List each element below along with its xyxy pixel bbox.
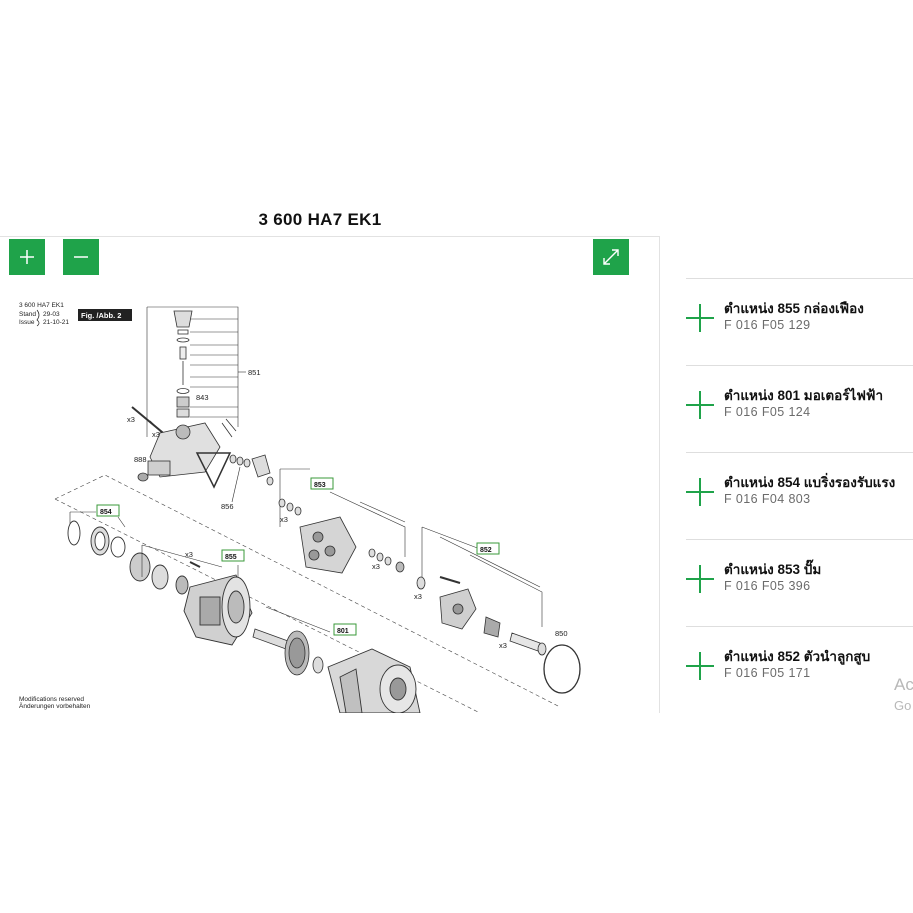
exploded-view-diagram[interactable]: 3 600 HA7 EK1 Stand 29-03 Issue 21-10-21… [0,237,659,713]
plus-icon[interactable] [686,652,714,680]
label-x3-d: x3 [372,562,380,571]
label-888: 888 [134,455,147,464]
gearbox-855 [183,574,253,646]
piston-guide-852 [416,576,547,656]
label-856: 856 [221,502,234,511]
part-item-855[interactable]: ตำแหน่ง 855 กล่องเฟือง F 016 F05 129 [686,278,913,365]
motor-801 [327,648,421,713]
zoom-out-button[interactable] [63,239,99,275]
watermark-line2: Go [894,698,912,713]
part-item-852[interactable]: ตำแหน่ง 852 ตัวนำลูกสูบ F 016 F05 171 [686,626,913,713]
zoom-in-button[interactable] [9,239,45,275]
plus-icon[interactable] [686,391,714,419]
o-ring-850 [543,644,581,694]
label-851: 851 [248,368,261,377]
footer-aenderungen: Änderungen vorbehalten [19,702,91,710]
part-item-801[interactable]: ตำแหน่ง 801 มอเตอร์ไฟฟ้า F 016 F05 124 [686,365,913,452]
part-title: ตำแหน่ง 852 ตัวนำลูกสูบ [724,649,871,664]
pump-body-853 [278,498,405,574]
part-title: ตำแหน่ง 855 กล่องเฟือง [724,301,864,316]
label-853: 853 [314,482,326,489]
diagram-stand-value: 29-03 [43,311,60,318]
part-number: F 016 F05 129 [724,318,811,332]
part-number: F 016 F05 124 [724,405,811,419]
bearing-854 [67,520,201,595]
part-item-854[interactable]: ตำแหน่ง 854 แบริ่งรองรับแรง F 016 F04 80… [686,452,913,539]
plus-icon[interactable] [686,304,714,332]
diagram-viewer[interactable]: 3 600 HA7 EK1 Stand 29-03 Issue 21-10-21… [0,236,660,713]
plus-icon[interactable] [686,478,714,506]
minus-icon [74,256,88,258]
label-852: 852 [480,547,492,554]
label-x3-g: x3 [185,550,193,559]
fig-label-box [78,309,132,321]
part-number: F 016 F04 803 [724,492,811,506]
part-title: ตำแหน่ง 854 แบริ่งรองรับแรง [724,475,896,490]
seal-set-856 [229,454,274,486]
label-854: 854 [100,509,112,516]
label-x3-b: x3 [152,430,160,439]
part-number: F 016 F05 396 [724,579,811,593]
activation-watermark: Ac Go [894,674,913,716]
part-title: ตำแหน่ง 853 ปั๊ม [724,562,822,577]
label-x3-c: x3 [280,515,288,524]
part-number: F 016 F05 171 [724,666,811,680]
parts-list: ตำแหน่ง 855 กล่องเฟือง F 016 F05 129 ตำแ… [686,278,913,713]
diagram-issue-label: Issue [19,319,35,326]
part-item-853[interactable]: ตำแหน่ง 853 ปั๊ม F 016 F05 396 [686,539,913,626]
label-x3-a: x3 [127,415,135,424]
label-x3-e: x3 [414,592,422,601]
pump-head-housing [131,406,237,489]
part-title: ตำแหน่ง 801 มอเตอร์ไฟฟ้า [724,388,884,403]
diagram-issue-value: 21-10-21 [43,319,69,326]
label-843: 843 [196,393,209,402]
label-850: 850 [555,629,568,638]
label-855: 855 [225,554,237,561]
plus-icon[interactable] [686,565,714,593]
fullscreen-button[interactable] [593,239,629,275]
label-x3-f: x3 [499,641,507,650]
plus-icon [20,250,34,264]
page-title: 3 600 HA7 EK1 [258,210,382,229]
footer-modifications: Modifications reserved [19,696,84,703]
valve-parts-stack [173,310,193,418]
diagram-model-text: 3 600 HA7 EK1 [19,302,64,309]
fig-label: Fig. /Abb. 2 [81,311,121,320]
watermark-line1: Ac [894,675,913,694]
expand-icon [603,249,619,265]
label-801: 801 [337,628,349,635]
gear-shaft-assembly [252,606,331,676]
diagram-stand-label: Stand [19,311,36,318]
